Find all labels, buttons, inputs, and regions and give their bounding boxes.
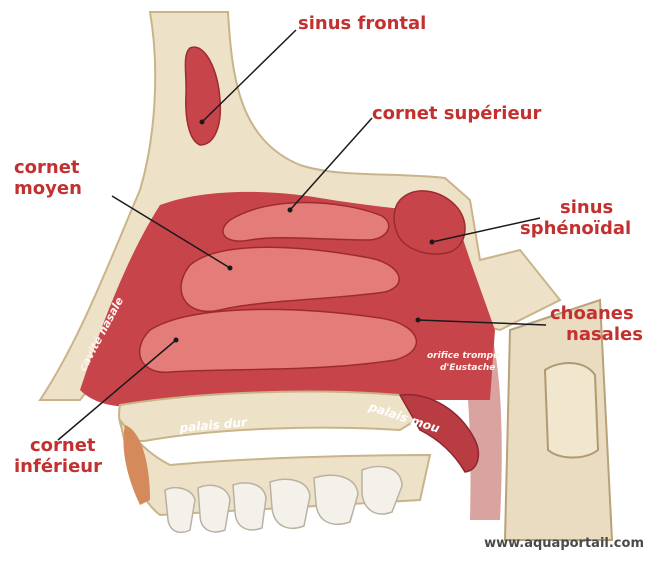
tooth xyxy=(361,465,403,515)
label-cornet-moyen-line1: cornet xyxy=(14,157,80,178)
teeth xyxy=(164,465,403,533)
pointer-cornet-moyen xyxy=(111,195,231,269)
pointer-sinus-frontal xyxy=(201,29,297,123)
pointer-dot xyxy=(227,265,233,271)
label-choanes-line1: choanes xyxy=(550,303,634,324)
pointer-dot xyxy=(287,207,293,213)
label-orifice-1: orifice trompe xyxy=(427,351,499,361)
label-sinus-sphenoidal-line1: sinus xyxy=(560,197,614,218)
superior-turbinate xyxy=(222,201,390,242)
middle-turbinate xyxy=(180,246,400,313)
pointer-lines xyxy=(57,29,547,441)
label-choanes-line2: nasales xyxy=(566,324,643,345)
pointer-sinus-sphenoidal xyxy=(431,217,541,243)
tooth xyxy=(164,487,196,533)
soft-palate xyxy=(398,393,480,473)
inferior-turbinate xyxy=(139,308,417,373)
incisor-root xyxy=(123,425,150,505)
frontal-sinus xyxy=(184,46,222,146)
pointer-cornet-superieur xyxy=(289,117,373,211)
pointer-cornet-inferieur xyxy=(57,339,177,441)
pointer-choanes xyxy=(417,319,547,326)
vertebra-block xyxy=(543,362,600,459)
pointer-dots xyxy=(173,119,435,343)
label-sinus-frontal: sinus frontal xyxy=(298,13,427,34)
pointer-dot xyxy=(173,337,179,343)
tooth xyxy=(313,474,359,525)
tooth xyxy=(197,484,231,533)
label-sinus-sphenoidal-line2: sphénoïdal xyxy=(520,218,632,239)
label-orifice-2: d'Eustache xyxy=(440,363,495,373)
pointer-dot xyxy=(415,317,421,323)
label-cornet-superieur: cornet supérieur xyxy=(372,103,542,124)
label-cornet-inferieur-line1: cornet xyxy=(30,435,96,456)
tooth xyxy=(269,478,311,529)
label-palais-dur: palais dur xyxy=(178,415,248,435)
label-cornet-moyen-line2: moyen xyxy=(14,178,82,199)
tooth xyxy=(232,482,267,531)
watermark: www.aquaportail.com xyxy=(484,536,644,551)
label-cornet-inferieur-line2: inférieur xyxy=(14,456,102,477)
pointer-dot xyxy=(429,239,435,245)
pointer-dot xyxy=(199,119,205,125)
